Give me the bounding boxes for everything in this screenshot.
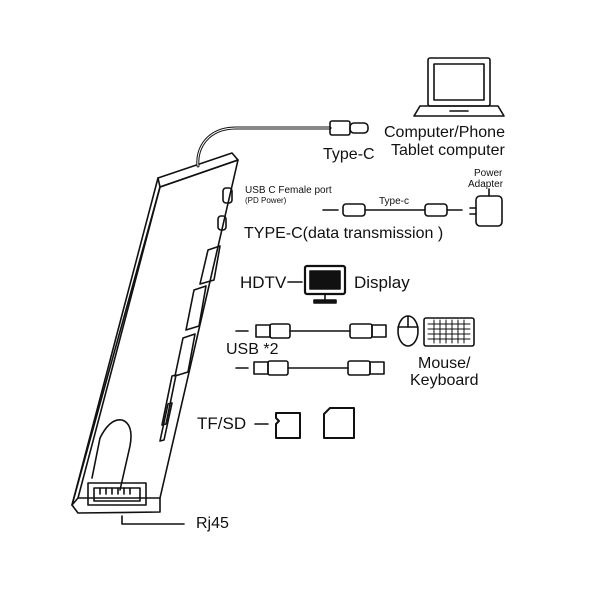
rj45-pointer-line bbox=[121, 515, 185, 525]
label-usb-x2: USB *2 bbox=[226, 341, 279, 358]
mouse-icon bbox=[397, 315, 419, 347]
label-adapter: Adapter bbox=[468, 179, 504, 190]
hub-rj45-port bbox=[87, 482, 147, 506]
usb-plug-icon bbox=[253, 360, 289, 376]
laptop-icon bbox=[413, 57, 505, 117]
usb-plug-icon bbox=[255, 323, 291, 339]
label-tf-sd: TF/SD bbox=[197, 414, 247, 433]
label-power: Power bbox=[474, 168, 503, 179]
sd-card-icon bbox=[323, 407, 355, 439]
label-pd-power: (PD Power) bbox=[245, 196, 287, 205]
hub-usb-port-2 bbox=[174, 333, 196, 377]
label-tablet-computer: Tablet computer bbox=[391, 142, 505, 159]
micro-sd-card-icon bbox=[275, 412, 301, 439]
label-mouse: Mouse/ bbox=[418, 355, 471, 372]
hub-usb-port-1 bbox=[185, 285, 207, 331]
usb-cable-1 bbox=[235, 323, 387, 339]
hub-ports bbox=[87, 187, 233, 506]
label-type-c: Type-C bbox=[323, 146, 375, 163]
usb-plug-icon bbox=[349, 323, 387, 339]
label-keyboard: Keyboard bbox=[410, 372, 479, 389]
monitor-icon bbox=[303, 264, 347, 304]
hub-sd-slot bbox=[159, 402, 173, 442]
hub-tf-slot bbox=[161, 374, 177, 426]
hub-usbc-data-port bbox=[217, 215, 227, 231]
pd-power-cable bbox=[322, 188, 503, 227]
usb-cable-2 bbox=[235, 360, 385, 376]
usb-plug-icon bbox=[347, 360, 385, 376]
usb-c-plug-icon bbox=[329, 120, 369, 136]
hub-hdmi-port bbox=[199, 245, 221, 285]
label-type-c-data: TYPE-C(data transmission ) bbox=[244, 225, 444, 242]
label-display: Display bbox=[354, 273, 410, 292]
label-rj45: Rj45 bbox=[196, 515, 229, 532]
usb-c-hub bbox=[71, 126, 332, 514]
label-hdtv: HDTV bbox=[240, 273, 287, 292]
hub-usbc-pd-port bbox=[222, 187, 233, 204]
label-computer-phone: Computer/Phone bbox=[384, 124, 505, 141]
label-cable-type-c: Type-c bbox=[379, 196, 410, 207]
keyboard-icon bbox=[423, 317, 475, 347]
power-adapter-icon bbox=[469, 188, 503, 227]
label-usbc-female-port: USB C Female port bbox=[245, 185, 332, 196]
